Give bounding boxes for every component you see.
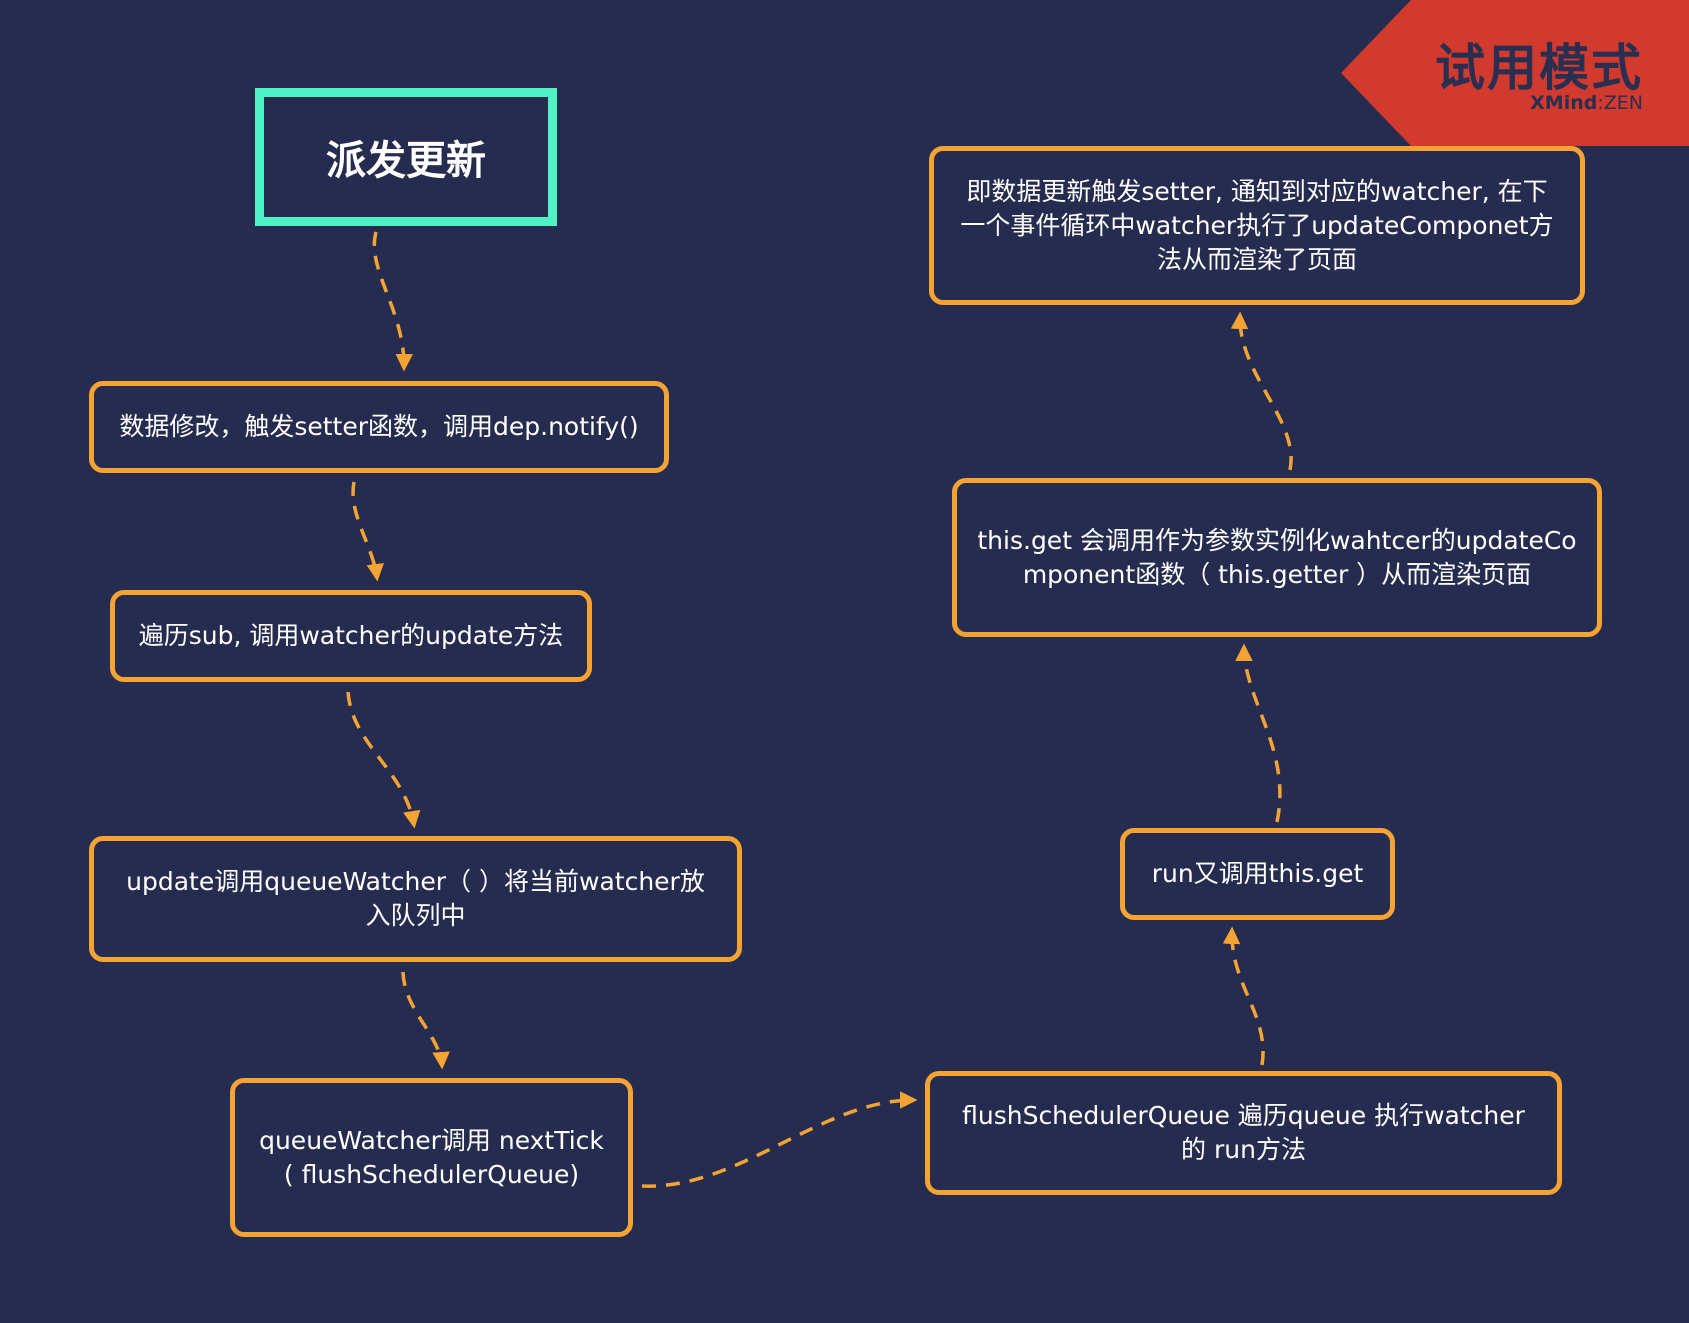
arrow-n5-to-n6 <box>1222 926 1265 1066</box>
node-data-modified-label: 数据修改，触发setter函数，调用dep.notify() <box>119 412 639 441</box>
node-queue-watcher[interactable]: update调用queueWatcher（ ）将当前watcher放入队列中 <box>89 836 742 962</box>
node-flush-scheduler-queue-label: flushSchedulerQueue 遍历queue 执行watcher的 r… <box>962 1101 1525 1164</box>
arrow-n3-to-n4 <box>401 971 450 1070</box>
node-iterate-subs-label: 遍历sub, 调用watcher的update方法 <box>138 621 564 650</box>
root-topic[interactable]: 派发更新 <box>255 88 557 226</box>
xmind-brand-text: XMind <box>1530 92 1598 114</box>
trial-mode-title: 试用模式 <box>1435 39 1643 97</box>
xmind-zen-logo: XMind:ZEN <box>1530 92 1643 114</box>
arrow-n1-to-n2 <box>351 481 384 582</box>
node-next-tick-label: queueWatcher调用 nextTick( flushSchedulerQ… <box>259 1125 604 1189</box>
node-this-get[interactable]: this.get 会调用作为参数实例化wahtcer的updateCompone… <box>952 478 1602 637</box>
trial-badge-shape <box>1341 0 1689 146</box>
node-this-get-label: this.get 会调用作为参数实例化wahtcer的updateCompone… <box>977 525 1577 589</box>
node-queue-watcher-label: update调用queueWatcher（ ）将当前watcher放入队列中 <box>126 867 705 930</box>
node-run-this-get[interactable]: run又调用this.get <box>1120 828 1395 920</box>
arrow-root-to-n1 <box>372 231 413 372</box>
brand-separator: : <box>1597 92 1604 114</box>
brand-edition: ZEN <box>1603 92 1643 114</box>
trial-mode-badge: 试用模式 XMind:ZEN <box>1341 0 1689 146</box>
node-iterate-subs[interactable]: 遍历sub, 调用watcher的update方法 <box>110 590 592 682</box>
node-next-tick[interactable]: queueWatcher调用 nextTick( flushSchedulerQ… <box>230 1078 633 1237</box>
node-render-page-label: 即数据更新触发setter, 通知到对应的watcher, 在下一个事件循环中w… <box>960 176 1554 274</box>
arrow-n2-to-n3 <box>346 691 421 829</box>
arrow-n4-to-n5 <box>641 1091 918 1188</box>
node-render-page[interactable]: 即数据更新触发setter, 通知到对应的watcher, 在下一个事件循环中w… <box>929 146 1585 305</box>
arrow-n6-to-n7 <box>1235 643 1282 823</box>
arrow-n7-to-n8 <box>1230 311 1293 471</box>
node-run-this-get-label: run又调用this.get <box>1151 859 1364 888</box>
node-flush-scheduler-queue[interactable]: flushSchedulerQueue 遍历queue 执行watcher的 r… <box>925 1071 1562 1195</box>
node-data-modified[interactable]: 数据修改，触发setter函数，调用dep.notify() <box>89 381 669 473</box>
root-topic-label: 派发更新 <box>326 138 486 184</box>
